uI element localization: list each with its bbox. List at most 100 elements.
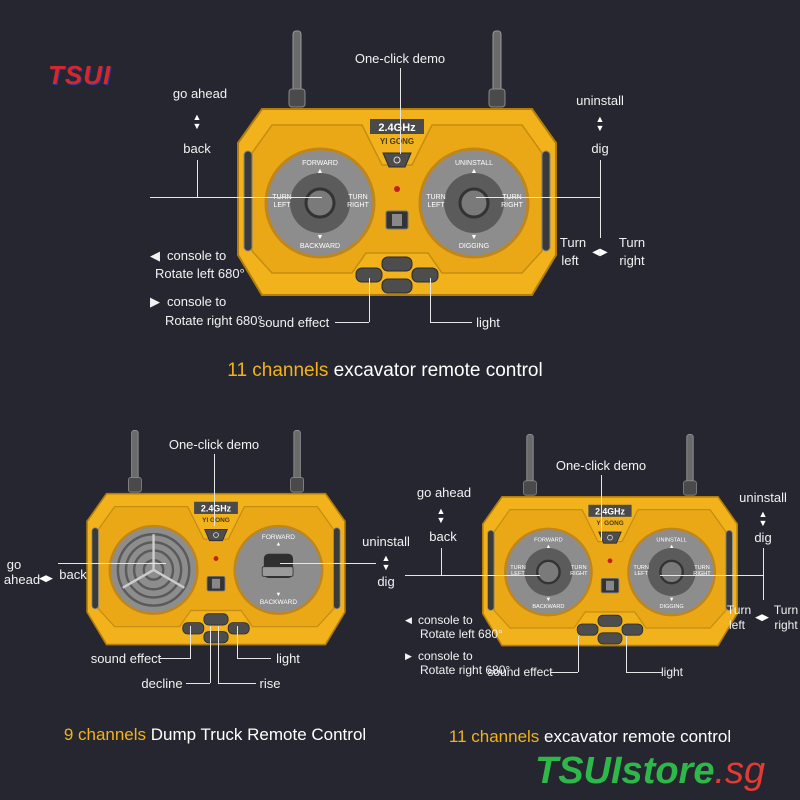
frequency-badge	[370, 119, 424, 134]
remote-controller-graphic: FORWARD ▲ ▼ BACKWARD TURN LEFT TURN RIGH…	[237, 30, 557, 296]
center-button-bottom[interactable]	[381, 278, 413, 294]
grip-left	[91, 527, 99, 610]
remote-printed-label: BACKWARD	[532, 604, 564, 610]
one-click-demo-button[interactable]	[382, 152, 412, 168]
turn-right-label: Turn	[618, 235, 646, 250]
rise-label: rise	[259, 676, 281, 691]
remote-printed-label: TURN	[510, 565, 526, 571]
svg-text:▼: ▼	[669, 597, 675, 603]
turn-left-label: Turn	[726, 603, 752, 617]
svg-text:▲: ▲	[276, 542, 282, 548]
uninstall-label: uninstall	[362, 534, 410, 549]
center-button-bottom[interactable]	[597, 632, 623, 645]
svg-text:▼: ▼	[471, 234, 478, 241]
light-button[interactable]	[621, 623, 644, 636]
callout-line	[58, 563, 166, 564]
center-button-top[interactable]	[203, 613, 229, 626]
back-label: back	[59, 567, 87, 582]
up-down-arrow-icon: ▲▼	[758, 509, 768, 528]
remote-printed-label: RIGHT	[347, 202, 370, 209]
one-click-demo-label: One-click demo	[555, 458, 647, 473]
console-right-icon: ▶	[150, 294, 160, 309]
dig-label: dig	[377, 574, 395, 589]
right-stick-panel: UNINSTALL ▲ ▼ DIGGING TURN LEFT TURN RIG…	[233, 524, 324, 615]
callout-line	[441, 548, 442, 575]
remote-printed-label: YI GONG	[596, 520, 623, 527]
dump-truck-title: 9 channels Dump Truck Remote Control	[63, 725, 367, 744]
excavator-title-top: 11 channels excavator remote control	[227, 360, 543, 381]
go-ahead-label: go	[6, 557, 22, 572]
remote-printed-label: TURN	[633, 565, 649, 571]
turn-left-label: left	[728, 618, 746, 632]
go-ahead-label: go ahead	[172, 86, 228, 101]
sound-effect-label: sound effect	[258, 315, 330, 330]
up-down-arrow-icon: ▲▼	[192, 112, 202, 131]
remote-printed-label: TURN	[571, 565, 587, 571]
go-ahead-label: go ahead	[416, 485, 472, 500]
remote-printed-label: TURN	[426, 194, 445, 201]
callout-line	[369, 278, 370, 322]
one-click-demo-button[interactable]	[204, 528, 228, 542]
svg-text:▼: ▼	[546, 597, 552, 603]
remote-printed-label: LEFT	[427, 202, 445, 209]
left-stick-panel: FORWARD ▲ ▼ BACKWARD TURN LEFT TURN RIGH…	[108, 524, 199, 615]
console-left-icon: ◀	[150, 248, 160, 263]
remote-printed-label: BACKWARD	[300, 243, 340, 250]
console-right-label: console to	[167, 294, 227, 309]
light-button[interactable]	[411, 267, 439, 283]
remote-printed-label: LEFT	[511, 571, 525, 577]
one-click-demo-button[interactable]	[598, 531, 622, 544]
callout-line	[601, 475, 602, 541]
go-ahead-label: ahead	[3, 572, 41, 587]
grip-right	[541, 150, 551, 252]
remote-printed-label: 2.4GHz	[201, 504, 232, 514]
grip-left	[243, 150, 253, 252]
grip-right	[725, 530, 733, 611]
antenna-right	[488, 30, 506, 108]
up-down-arrow-icon: ▲▼	[436, 506, 446, 525]
svg-text:▲: ▲	[546, 544, 552, 550]
light-button[interactable]	[227, 622, 250, 635]
sound-effect-button[interactable]	[576, 623, 599, 636]
right-stick-panel: UNINSTALL ▲ ▼ DIGGING TURN LEFT TURN RIG…	[418, 147, 530, 259]
remote-printed-label: YI GONG	[380, 137, 414, 146]
callout-line	[430, 322, 472, 323]
antenna-left	[523, 434, 537, 496]
callout-line	[150, 197, 322, 198]
callout-line	[476, 197, 600, 198]
center-button-top[interactable]	[597, 614, 623, 627]
callout-line	[280, 563, 376, 564]
one-click-demo-label: One-click demo	[168, 437, 260, 452]
callout-line	[190, 626, 191, 658]
frequency-badge	[194, 501, 238, 514]
svg-text:▲: ▲	[669, 544, 675, 550]
remote-printed-label: FORWARD	[262, 534, 295, 541]
light-label: light	[476, 315, 500, 330]
store-watermark: TSUIstore.sg	[535, 750, 766, 792]
excavator-remote-top: FORWARD ▲ ▼ BACKWARD TURN LEFT TURN RIGH…	[232, 28, 562, 303]
turn-right-label: Turn	[773, 603, 799, 617]
remote-printed-label: DIGGING	[459, 243, 489, 250]
remote-printed-label: UNINSTALL	[656, 538, 686, 544]
console-right-icon: ▶	[405, 651, 412, 661]
sound-effect-button[interactable]	[182, 622, 205, 635]
center-button-bottom[interactable]	[203, 631, 229, 644]
right-stick-panel: UNINSTALL ▲ ▼ DIGGING TURN LEFT TURN RIG…	[627, 527, 716, 617]
remote-printed-label: YI GONG	[202, 517, 230, 524]
remote-printed-label: RIGHT	[693, 571, 711, 577]
svg-text:▲: ▲	[317, 168, 324, 175]
remote-printed-label: BACKWARD	[260, 599, 297, 606]
up-down-arrow-icon: ▲▼	[381, 553, 391, 572]
turn-left-label: left	[561, 253, 579, 268]
remote-printed-label: RIGHT	[570, 571, 588, 577]
brand-logo: TSUI	[48, 60, 112, 90]
console-right-label: Rotate right 680°	[165, 313, 263, 328]
center-button-top[interactable]	[381, 256, 413, 272]
callout-line	[578, 636, 579, 672]
callout-line	[660, 575, 763, 576]
uninstall-label: uninstall	[739, 490, 787, 505]
power-led	[394, 186, 400, 192]
callout-line	[218, 683, 256, 684]
callout-line	[763, 548, 764, 600]
remote-printed-label: UNINSTALL	[455, 160, 493, 167]
